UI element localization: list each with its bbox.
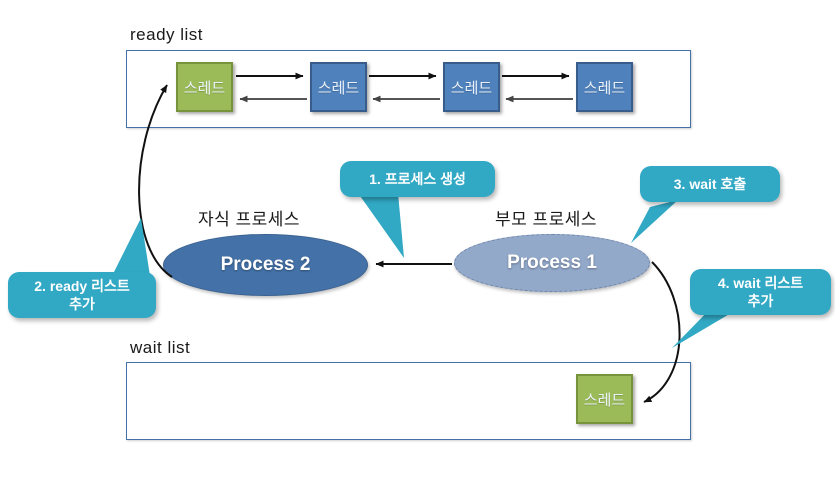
callout-3-text: 3. wait 호출 <box>673 175 747 192</box>
wait-thread-0[interactable]: 스레드 <box>576 374 633 424</box>
thread-label: 스레드 <box>450 79 493 97</box>
child-process-node[interactable]: Process 2 <box>163 234 368 296</box>
parent-process-node[interactable]: Process 1 <box>454 234 650 292</box>
thread-label: 스레드 <box>583 391 626 409</box>
parent-process-caption: 부모 프로세스 <box>495 210 598 229</box>
callout-3[interactable]: 3. wait 호출 <box>640 166 780 202</box>
parent-process-name: Process 1 <box>507 252 597 273</box>
callout-1-text: 1. 프로세스 생성 <box>369 170 466 187</box>
child-process-name: Process 2 <box>220 254 311 275</box>
callout-2-tail <box>112 218 150 276</box>
thread-label: 스레드 <box>317 79 360 97</box>
ready-thread-0[interactable]: 스레드 <box>176 62 233 112</box>
thread-label: 스레드 <box>583 79 626 97</box>
ready-thread-2[interactable]: 스레드 <box>443 62 500 112</box>
thread-label: 스레드 <box>183 79 226 97</box>
child-process-caption: 자식 프로세스 <box>198 210 301 229</box>
ready-thread-3[interactable]: 스레드 <box>576 62 633 112</box>
callout-1-tail <box>358 193 404 258</box>
wait-list-label: wait list <box>130 338 191 357</box>
callout-3-tail <box>631 200 678 243</box>
ready-thread-1[interactable]: 스레드 <box>310 62 367 112</box>
callout-1[interactable]: 1. 프로세스 생성 <box>340 161 495 197</box>
ready-list-label: ready list <box>130 25 204 44</box>
